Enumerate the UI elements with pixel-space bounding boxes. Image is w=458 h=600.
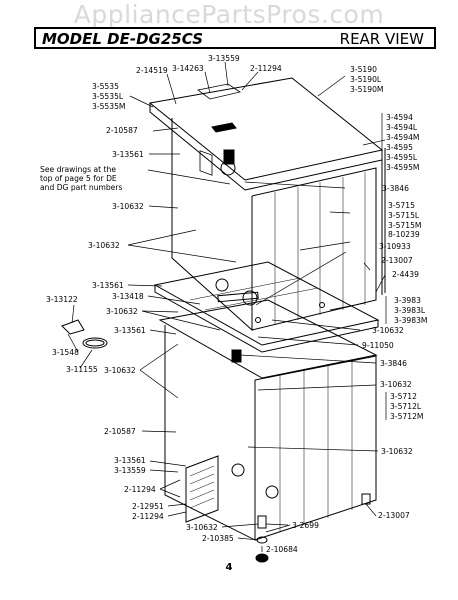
note-line-2: top of page 5 for DE: [40, 174, 117, 183]
lower-side-face: [254, 355, 377, 541]
label-3-14263: 3-14263: [172, 64, 204, 73]
label-3-13418: 3-13418: [112, 292, 144, 301]
label-3-4595L: 3-4595L: [386, 153, 418, 162]
upper-top-cover: [197, 83, 241, 100]
group-brackets: [381, 113, 387, 420]
clamp-part: [61, 319, 85, 335]
label-3-4595: 3-4595: [386, 143, 413, 152]
label-3-5535M: 3-5535M: [92, 102, 125, 111]
label-9-11050: 9-11050: [362, 341, 394, 350]
model-title: MODEL DE-DG25CS: [42, 30, 203, 48]
lower-back-face: [164, 325, 256, 541]
label-3-10632-c: 3-10632: [106, 307, 138, 316]
upper-back-face: [171, 118, 253, 332]
upper-top-lip: [149, 103, 383, 191]
label-2-10385: 2-10385: [202, 534, 234, 543]
loose-parts: [61, 291, 259, 349]
label-3-5712L: 3-5712L: [390, 402, 422, 411]
upper-side-face: [251, 167, 377, 331]
label-3-2699: 3-2699: [292, 521, 319, 530]
page-number: 4: [225, 562, 233, 573]
label-2-10587-top: 2-10587: [106, 126, 138, 135]
divider-panel: [153, 261, 380, 346]
label-3-10632-e: 3-10632: [104, 366, 136, 375]
label-2-12951: 2-12951: [132, 502, 164, 511]
label-3-5715L: 3-5715L: [388, 211, 420, 220]
label-3-10632-g: 3-10632: [381, 447, 413, 456]
label-3-10933: 3-10933: [379, 242, 411, 251]
label-3-4595M: 3-4595M: [386, 163, 419, 172]
hose-ring: [82, 337, 108, 349]
label-3-3983L: 3-3983L: [394, 306, 426, 315]
label-3-13559-top: 3-13559: [208, 54, 240, 63]
label-3-5712M: 3-5712M: [390, 412, 423, 421]
leader-lines: [67, 61, 386, 552]
note-line-3: and DG part numbers: [40, 183, 122, 192]
label-3-13122: 3-13122: [46, 295, 78, 304]
lower-terminal-block: [231, 349, 242, 363]
watermark: AppliancePartsPros.com: [73, 0, 385, 29]
label-2-11294-top: 2-11294: [250, 64, 282, 73]
lower-access-panel: [185, 455, 219, 523]
upper-cabinet: [148, 77, 386, 332]
label-3-3846-b: 3-3846: [380, 359, 407, 368]
label-3-5190: 3-5190: [350, 65, 377, 74]
label-3-4594L: 3-4594L: [386, 123, 418, 132]
lower-cabinet: [158, 299, 378, 563]
callout-labels: 2-14519 3-14263 3-13559 2-11294 3-5535 3…: [40, 54, 427, 554]
label-3-13561-c: 3-13561: [114, 326, 146, 335]
lower-top-panel: [158, 299, 378, 379]
label-3-10632-d: 3-10632: [372, 326, 404, 335]
label-3-5715: 3-5715: [388, 201, 415, 210]
label-2-13007-b: 2-13007: [378, 511, 410, 520]
label-3-10632-f: 3-10632: [380, 380, 412, 389]
label-3-10632-b: 3-10632: [88, 241, 120, 250]
upper-top-panel: [148, 77, 384, 181]
label-3-1548: 3-1548: [52, 348, 79, 357]
label-3-13561-b: 3-13561: [92, 281, 124, 290]
label-2-14519: 2-14519: [136, 66, 168, 75]
label-3-10632-h: 3-10632: [186, 523, 218, 532]
label-2-4439: 2-4439: [392, 270, 419, 279]
label-3-13559-b: 3-13559: [114, 466, 146, 475]
label-3-5535: 3-5535: [92, 82, 119, 91]
label-3-3983M: 3-3983M: [394, 316, 427, 325]
label-2-10684: 2-10684: [266, 545, 298, 554]
label-3-3983: 3-3983: [394, 296, 421, 305]
label-3-4594M: 3-4594M: [386, 133, 419, 142]
label-8-10239: 8-10239: [388, 230, 420, 239]
label-3-4594: 3-4594: [386, 113, 413, 122]
label-3-5712: 3-5712: [390, 392, 417, 401]
upper-terminal-block: [223, 149, 235, 165]
label-3-3846-a: 3-3846: [382, 184, 409, 193]
note-line-1: See drawings at the: [40, 165, 116, 174]
center-divider: [153, 261, 380, 353]
title-bar: MODEL DE-DG25CS REAR VIEW: [34, 27, 436, 49]
label-3-5190M: 3-5190M: [350, 85, 383, 94]
label-2-10587-b: 2-10587: [104, 427, 136, 436]
label-3-10632-a: 3-10632: [112, 202, 144, 211]
label-3-13561-d: 3-13561: [114, 456, 146, 465]
label-3-5535L: 3-5535L: [92, 92, 124, 101]
label-3-5190L: 3-5190L: [350, 75, 382, 84]
view-title: REAR VIEW: [339, 30, 424, 48]
label-2-11294-b: 2-11294: [124, 485, 156, 494]
label-3-13561-a: 3-13561: [112, 150, 144, 159]
label-3-11155: 3-11155: [66, 365, 98, 374]
label-2-13007-a: 2-13007: [381, 256, 413, 265]
label-3-5715M: 3-5715M: [388, 221, 421, 230]
label-2-11294-c: 2-11294: [132, 512, 164, 521]
